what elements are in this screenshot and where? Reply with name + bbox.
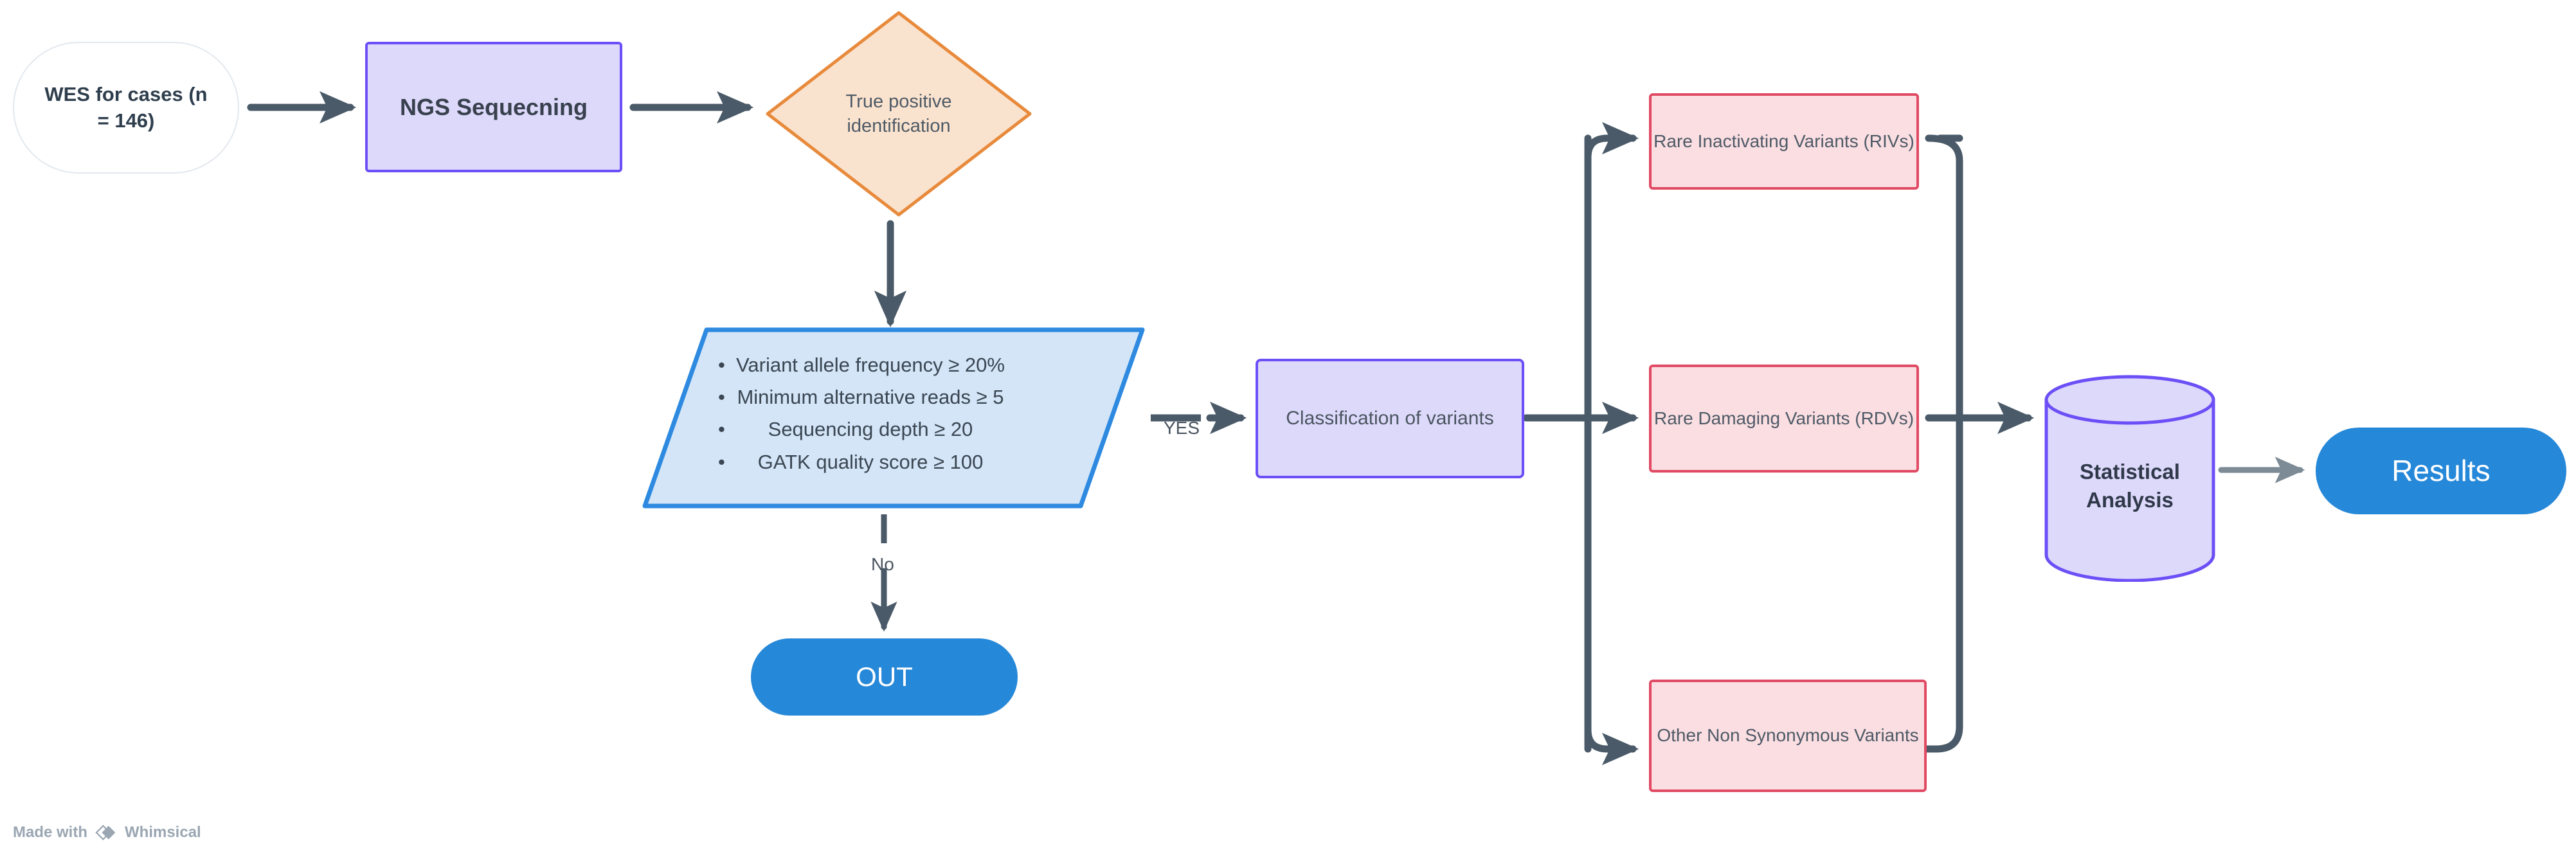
node-rdvs-label: Rare Damaging Variants (RDVs): [1653, 408, 1914, 428]
watermark-brand: Whimsical: [125, 824, 201, 841]
criteria-item: Minimum alternative reads ≥ 5: [718, 381, 1005, 413]
cylinder-shape: [2044, 375, 2215, 582]
node-results[interactable]: Results: [2316, 428, 2566, 514]
node-ngs-sequencing[interactable]: NGS Sequecning: [365, 42, 622, 172]
criteria-item: GATK quality score ≥ 100: [718, 446, 1005, 478]
edge-label-no: No: [871, 554, 894, 574]
criteria-item: Variant allele frequency ≥ 20%: [718, 349, 1005, 381]
node-out[interactable]: OUT: [751, 638, 1018, 716]
node-wes-for-cases[interactable]: WES for cases (n = 146): [13, 42, 239, 174]
node-results-label: Results: [2391, 454, 2490, 488]
node-classification-label: Classification of variants: [1286, 408, 1494, 429]
diamond-shape: [766, 11, 1032, 217]
node-ngs-label: NGS Sequecning: [399, 93, 588, 120]
node-statistical-analysis-label: Statistical Analysis: [2080, 459, 2180, 512]
node-other-label: Other Non Synonymous Variants: [1657, 725, 1919, 746]
node-rivs-label: Rare Inactivating Variants (RIVs): [1653, 131, 1914, 151]
watermark-prefix: Made with: [13, 824, 88, 841]
node-true-positive-label: True positive identification: [845, 91, 952, 136]
node-out-label: OUT: [856, 662, 913, 692]
node-wes-label: WES for cases (n = 146): [44, 82, 208, 132]
node-statistical-analysis[interactable]: Statistical Analysis: [2043, 373, 2217, 582]
node-other-non-synonymous-variants[interactable]: Other Non Synonymous Variants: [1649, 680, 1927, 792]
criteria-item: Sequencing depth ≥ 20: [718, 413, 1005, 446]
node-variant-criteria[interactable]: Variant allele frequency ≥ 20% Minimum a…: [640, 325, 1148, 511]
node-rare-inactivating-variants[interactable]: Rare Inactivating Variants (RIVs): [1649, 93, 1919, 190]
edge-label-yes: YES: [1164, 418, 1200, 438]
criteria-list: Variant allele frequency ≥ 20% Minimum a…: [710, 349, 1005, 478]
whimsical-logo-icon: [95, 825, 117, 840]
node-true-positive-identification[interactable]: True positive identification: [762, 8, 1035, 220]
node-classification-of-variants[interactable]: Classification of variants: [1256, 359, 1524, 478]
whimsical-watermark: Made with Whimsical: [13, 824, 201, 842]
node-rare-damaging-variants[interactable]: Rare Damaging Variants (RDVs): [1649, 365, 1919, 473]
